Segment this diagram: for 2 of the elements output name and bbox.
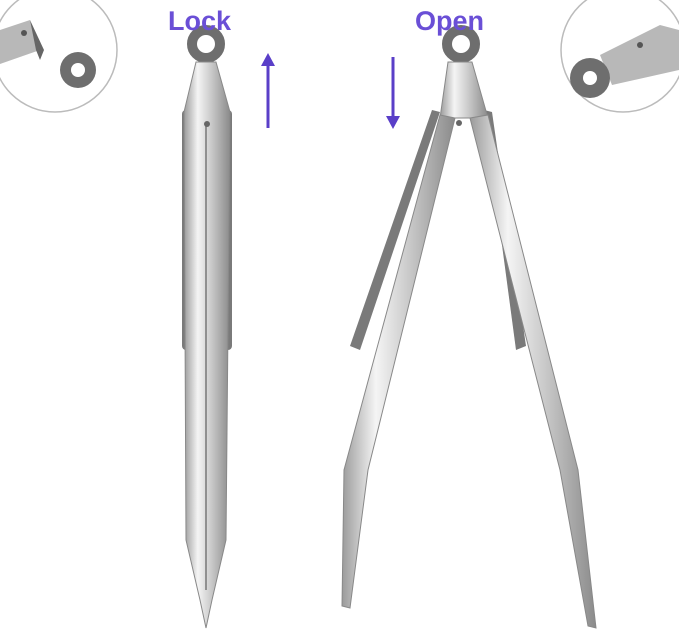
mode-label: Open [415, 8, 484, 35]
mode-label: Lock [168, 8, 232, 35]
